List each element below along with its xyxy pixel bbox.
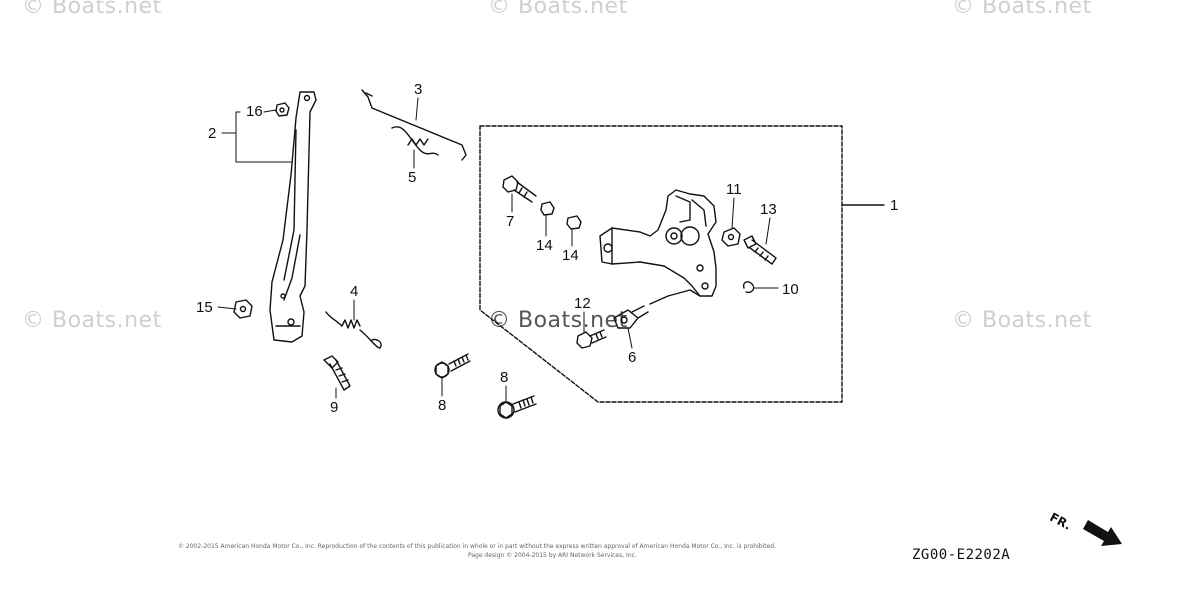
part-9-bolt: [323, 355, 351, 391]
callout-16: 16: [246, 103, 263, 120]
leader-lines: [217, 97, 779, 403]
callout-1: 1: [890, 197, 899, 214]
callout-15: 15: [196, 299, 213, 316]
part-2-lever-arm: [269, 91, 317, 343]
part-6-bolt: [613, 305, 649, 329]
part-15-nut: [233, 299, 253, 319]
part-16-nut: [275, 102, 290, 117]
callout-6: 6: [628, 349, 637, 366]
part-14-collar: [566, 215, 582, 230]
part-1-control-bracket: [599, 189, 717, 305]
callout-10: 10: [782, 281, 799, 298]
part-5-spring: [391, 126, 439, 156]
callout-3: 3: [414, 81, 423, 98]
assembly-boundary: [479, 125, 885, 403]
part-4-spring: [325, 311, 382, 349]
callout-12: 12: [574, 295, 591, 312]
watermark: © Boats.net: [488, 0, 628, 19]
callout-14: 14: [536, 237, 553, 254]
callout-13: 13: [760, 201, 777, 218]
part-7-screw: [502, 175, 537, 203]
callout-14: 14: [562, 247, 579, 264]
callout-2: 2: [208, 125, 217, 142]
diagram-code: ZG00-E2202A: [912, 547, 1011, 563]
watermark: © Boats.net: [22, 0, 162, 19]
copyright-notice: © 2002-2015 American Honda Motor Co., In…: [178, 543, 777, 550]
front-arrow-icon: [1083, 520, 1122, 546]
watermark: © Boats.net: [952, 308, 1092, 333]
callout-8: 8: [500, 369, 509, 386]
callout-9: 9: [330, 399, 339, 416]
part-12-screw: [576, 329, 607, 349]
callout-4: 4: [350, 283, 359, 300]
callout-5: 5: [408, 169, 417, 186]
part-11-nut: [721, 227, 741, 247]
part-10-clip: [742, 281, 755, 294]
callout-11: 11: [726, 181, 742, 198]
part-8-flange-bolt: [434, 353, 471, 379]
part-3-rod: [361, 89, 467, 161]
part-13-bolt: [743, 235, 777, 265]
page-design-notice: Page design © 2004-2015 by ARI Network S…: [468, 552, 637, 559]
watermark: © Boats.net: [488, 308, 628, 333]
watermark: © Boats.net: [952, 0, 1092, 19]
callout-7: 7: [506, 213, 515, 230]
part-14-collar: [540, 201, 555, 216]
part-8-flange-bolt: [497, 395, 537, 419]
watermark: © Boats.net: [22, 308, 162, 333]
callout-8: 8: [438, 397, 447, 414]
